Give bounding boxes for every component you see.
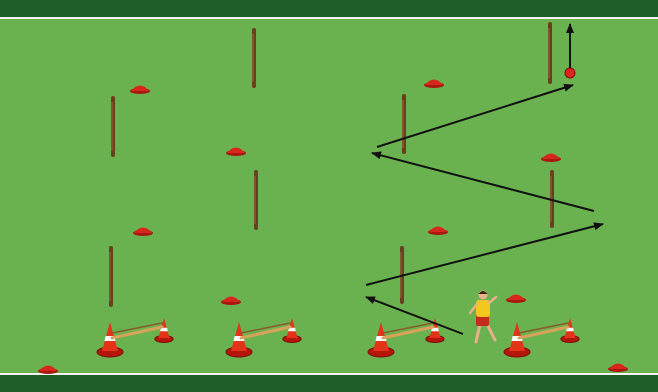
start-marker xyxy=(565,68,575,78)
grass-area xyxy=(0,18,658,374)
